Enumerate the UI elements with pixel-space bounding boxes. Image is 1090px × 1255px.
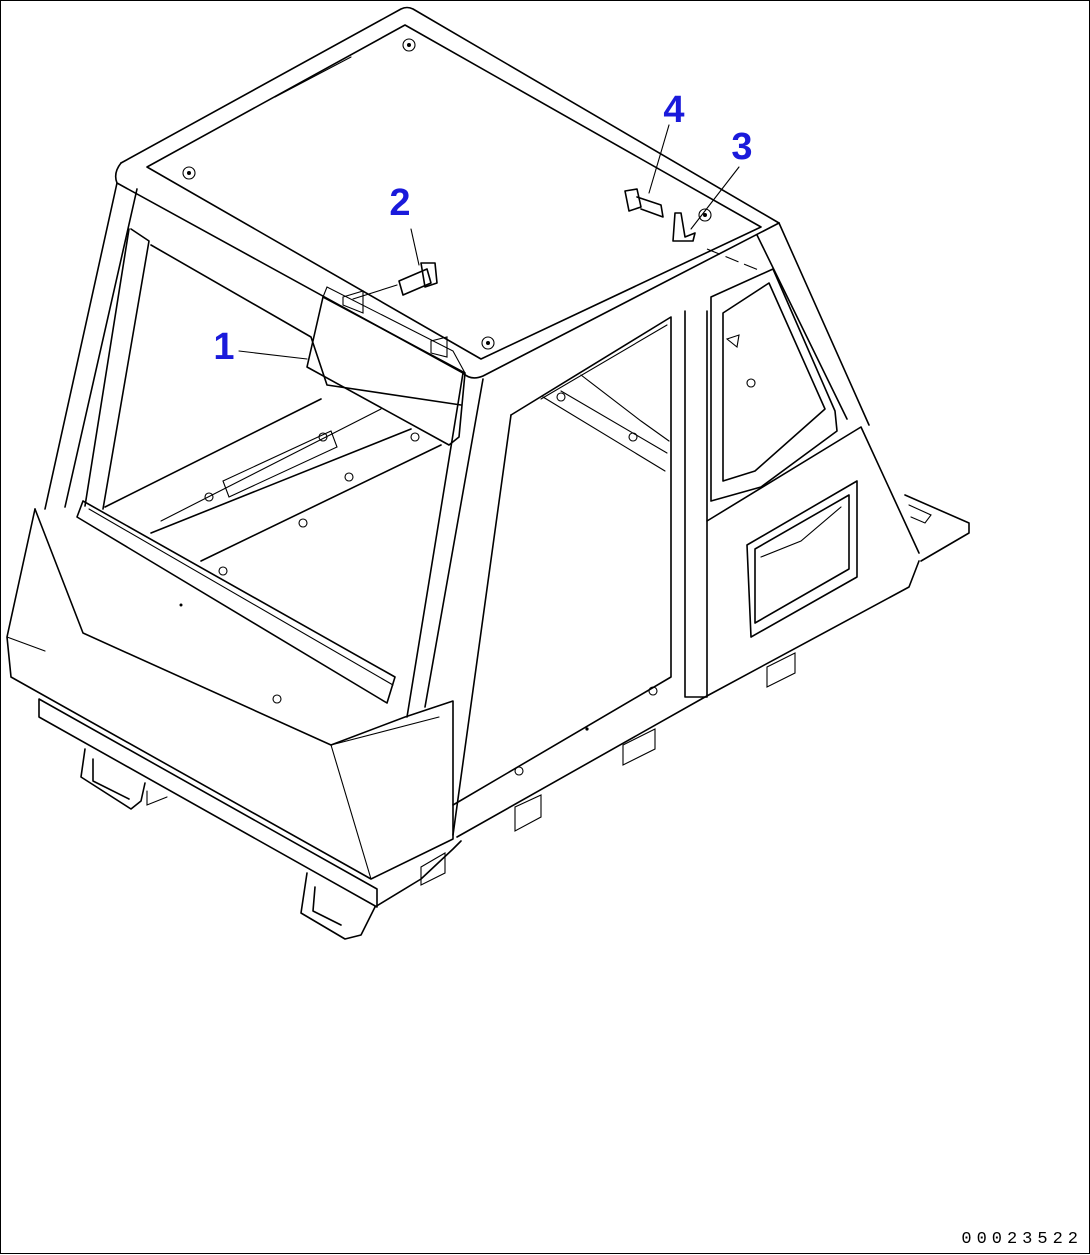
cab-base-skids bbox=[38, 698, 462, 940]
bolt-part-4 bbox=[624, 188, 664, 218]
bracket-part-1 bbox=[306, 286, 466, 446]
drawing-number: 00023522 bbox=[961, 1230, 1083, 1249]
front-lower-panel bbox=[6, 500, 454, 880]
cab-roof bbox=[114, 6, 780, 379]
callout-1: 1 bbox=[213, 326, 234, 368]
callout-2: 2 bbox=[389, 182, 410, 224]
callout-4: 4 bbox=[663, 89, 684, 131]
rear-step bbox=[904, 494, 970, 562]
bolt-part-2 bbox=[352, 262, 438, 300]
callout-3: 3 bbox=[731, 126, 752, 168]
leader-lines bbox=[238, 124, 740, 360]
front-window-frame bbox=[44, 182, 484, 718]
side-frame bbox=[452, 222, 920, 838]
clip-part-3 bbox=[672, 212, 696, 242]
